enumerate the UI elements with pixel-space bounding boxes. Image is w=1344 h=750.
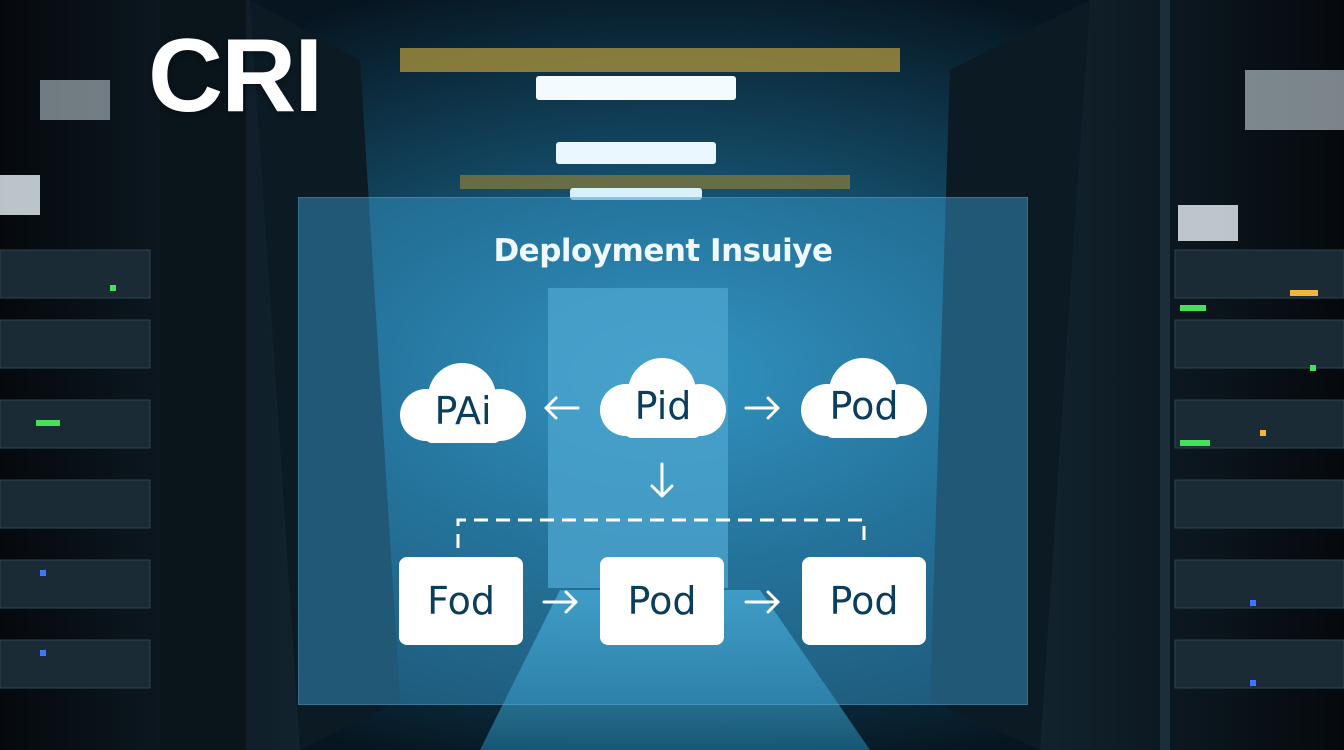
pod-box-3: Pod: [802, 557, 926, 645]
diagram-title: Deployment Insuiye: [493, 233, 833, 269]
dashed-group-bracket: [456, 518, 866, 548]
pod-box-1: Fod: [399, 557, 523, 645]
cri-logo: CRI: [148, 18, 323, 134]
cloud-shape-icon: [600, 358, 726, 438]
cloud-shape-icon: [801, 358, 927, 438]
cloud-label-1: PAi: [434, 389, 492, 433]
arrow-right-icon: [542, 590, 578, 614]
arrow-right-icon: [744, 396, 780, 420]
cloud-node-1: PAi: [396, 355, 530, 455]
cloud-label-2: Pid: [634, 384, 692, 428]
arrow-right-icon: [744, 590, 780, 614]
cloud-node-2: Pid: [596, 350, 730, 450]
arrow-left-icon: [544, 396, 580, 420]
pod-box-2: Pod: [600, 557, 724, 645]
arrow-down-icon: [650, 462, 674, 498]
cloud-shape-icon: [400, 363, 526, 443]
cloud-label-3: Pod: [829, 384, 899, 428]
cloud-node-3: Pod: [797, 350, 931, 450]
